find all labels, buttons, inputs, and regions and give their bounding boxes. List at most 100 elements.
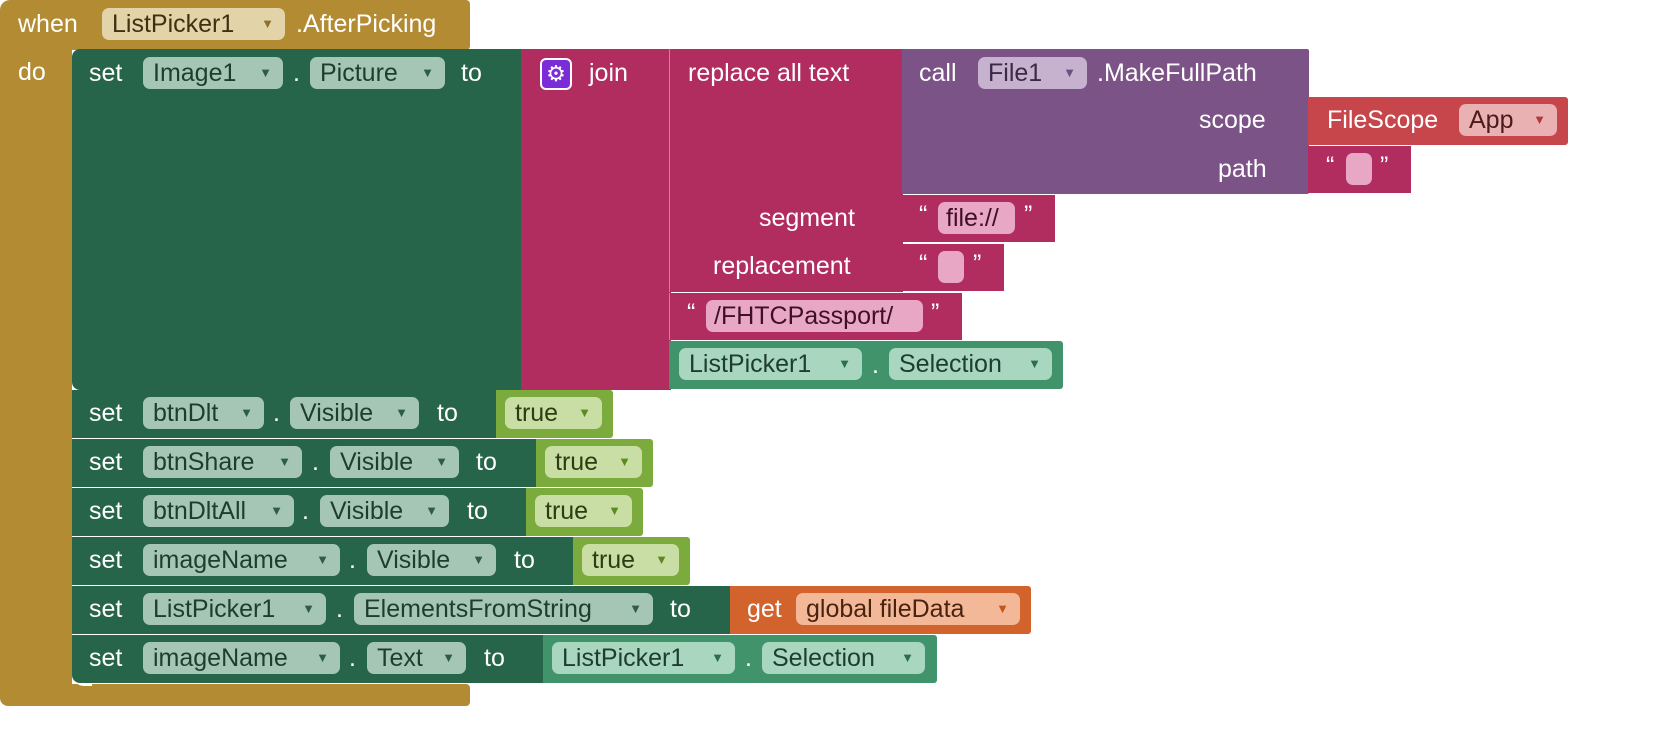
component-label: Image1	[153, 59, 237, 87]
dot-separator: .	[872, 351, 879, 379]
selection-component-dropdown[interactable]: ListPicker1 ▼	[679, 348, 862, 380]
component-dropdown-imagename[interactable]: imageName ▼	[143, 642, 340, 674]
set-btndlt-visible-block[interactable]	[72, 390, 497, 438]
scope-label: scope	[1199, 106, 1266, 134]
property-label: Picture	[320, 59, 398, 87]
component-dropdown-image1[interactable]: Image1▼	[143, 57, 283, 89]
file-component-label: File1	[988, 59, 1043, 87]
component-dropdown-btndlt[interactable]: btnDlt ▼	[143, 397, 264, 429]
make-full-path-call-block[interactable]	[902, 49, 1309, 194]
selection-property-label: Selection	[899, 350, 1002, 378]
property-dropdown-visible[interactable]: Visible▼	[367, 544, 496, 576]
dot-separator: .	[302, 497, 309, 525]
component-dropdown-btnshare[interactable]: btnShare ▼	[143, 446, 302, 478]
chevron-down-icon: ▼	[278, 454, 291, 469]
event-component-dropdown[interactable]: ListPicker1 ▼	[102, 8, 285, 40]
chevron-down-icon: ▼	[578, 405, 591, 420]
folder-text-field[interactable]: /FHTCPassport/	[706, 300, 923, 332]
chevron-down-icon: ▼	[316, 650, 329, 665]
chevron-down-icon: ▼	[425, 503, 438, 518]
open-quote: “	[1326, 152, 1335, 180]
property-dropdown-text[interactable]: Text▼	[367, 642, 466, 674]
set-keyword: set	[89, 59, 123, 87]
chevron-down-icon: ▼	[711, 650, 724, 665]
boolean-dropdown[interactable]: true ▼	[545, 446, 642, 478]
property-dropdown-picture[interactable]: Picture▼	[310, 57, 445, 89]
set-keyword: set	[89, 546, 123, 574]
property-dropdown-visible[interactable]: Visible▼	[290, 397, 419, 429]
to-keyword: to	[461, 59, 482, 87]
set-keyword: set	[89, 644, 123, 672]
dot-separator: .	[273, 399, 280, 427]
chevron-down-icon: ▼	[302, 601, 315, 616]
global-variable-dropdown[interactable]: global fileData▼	[796, 593, 1020, 625]
segment-text-field[interactable]: file://	[938, 202, 1015, 234]
component-label: imageName	[153, 644, 288, 672]
path-text-field[interactable]	[1346, 153, 1372, 185]
chevron-down-icon: ▼	[1533, 112, 1546, 127]
boolean-value: true	[592, 546, 636, 574]
property-label: Visible	[300, 399, 374, 427]
event-name-label: .AfterPicking	[296, 10, 437, 38]
chevron-down-icon: ▼	[261, 16, 274, 31]
boolean-dropdown[interactable]: true ▼	[505, 397, 602, 429]
component-dropdown-imagename[interactable]: imageName▼	[143, 544, 340, 576]
dot-separator: .	[349, 546, 356, 574]
chevron-down-icon: ▼	[838, 356, 851, 371]
set-keyword: set	[89, 595, 123, 623]
selection-property-label: Selection	[772, 644, 875, 672]
gear-icon[interactable]: ⚙	[540, 58, 572, 90]
selection-property-dropdown[interactable]: Selection▼	[889, 348, 1052, 380]
join-label: join	[589, 59, 628, 87]
to-keyword: to	[670, 595, 691, 623]
set-btndltall-visible-block[interactable]	[72, 488, 527, 536]
set-keyword: set	[89, 448, 123, 476]
property-dropdown-elementsfromstring[interactable]: ElementsFromString▼	[354, 593, 653, 625]
chevron-down-icon: ▼	[240, 405, 253, 420]
when-label: when	[18, 10, 78, 38]
global-variable-label: global fileData	[806, 595, 965, 623]
component-label: btnShare	[153, 448, 255, 476]
selection-component-label: ListPicker1	[689, 350, 812, 378]
open-quote: “	[919, 250, 928, 278]
close-quote: ”	[973, 250, 982, 278]
replace-all-text-block[interactable]	[669, 49, 903, 292]
open-quote: “	[919, 201, 928, 229]
boolean-dropdown[interactable]: true▼	[535, 495, 632, 527]
to-keyword: to	[484, 644, 505, 672]
chevron-down-icon: ▼	[629, 601, 642, 616]
selection-property-dropdown[interactable]: Selection▼	[762, 642, 925, 674]
open-quote: “	[687, 299, 696, 327]
replace-label: replace all text	[688, 59, 850, 87]
component-label: btnDltAll	[153, 497, 247, 525]
chevron-down-icon: ▼	[472, 552, 485, 567]
set-btnshare-visible-block[interactable]	[72, 439, 537, 487]
property-dropdown-visible[interactable]: Visible▼	[330, 446, 459, 478]
component-dropdown-listpicker1[interactable]: ListPicker1▼	[143, 593, 326, 625]
boolean-dropdown[interactable]: true▼	[582, 544, 679, 576]
path-label: path	[1218, 155, 1267, 183]
chevron-down-icon: ▼	[618, 454, 631, 469]
chevron-down-icon: ▼	[270, 503, 283, 518]
replacement-text-field[interactable]	[938, 251, 964, 283]
boolean-value: true	[515, 399, 559, 427]
segment-label: segment	[759, 204, 855, 232]
get-keyword: get	[747, 595, 782, 623]
file-component-dropdown[interactable]: File1▼	[978, 57, 1087, 89]
boolean-value: true	[555, 448, 599, 476]
join-block[interactable]	[521, 49, 671, 390]
to-keyword: to	[467, 497, 488, 525]
dot-separator: .	[293, 59, 300, 87]
component-dropdown-btndltall[interactable]: btnDltAll ▼	[143, 495, 294, 527]
file-scope-dropdown[interactable]: App▼	[1459, 104, 1557, 136]
property-dropdown-visible[interactable]: Visible▼	[320, 495, 449, 527]
selection-component-dropdown[interactable]: ListPicker1 ▼	[552, 642, 735, 674]
selection-component-label: ListPicker1	[562, 644, 685, 672]
event-component-label: ListPicker1	[112, 10, 235, 38]
component-label: imageName	[153, 546, 288, 574]
to-keyword: to	[514, 546, 535, 574]
boolean-value: true	[545, 497, 589, 525]
component-label: btnDlt	[153, 399, 219, 427]
set-keyword: set	[89, 399, 123, 427]
set-image1-picture-block[interactable]	[72, 49, 526, 390]
